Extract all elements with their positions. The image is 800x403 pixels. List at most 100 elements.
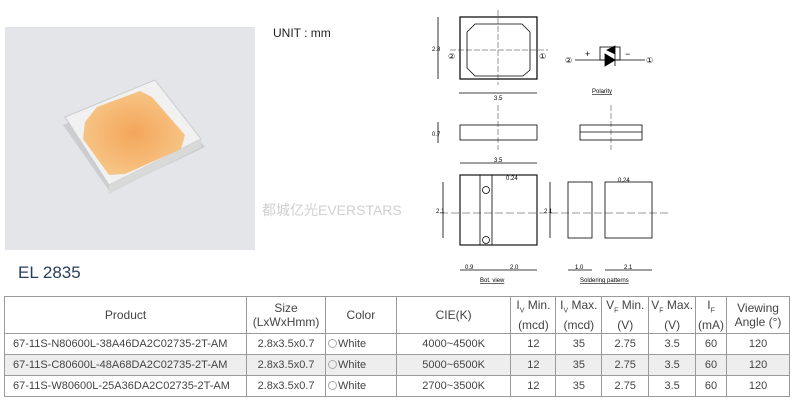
dim-height: 2.8 (432, 47, 441, 53)
header-vf-max: VF Max. (V) (648, 296, 697, 334)
cell-product: 67-11S-C80600L-48A68DA2C02735-2T-AM (3, 354, 248, 376)
cell-if: 60 (695, 354, 728, 376)
header-vf-min: VF Min. (V) (601, 296, 650, 334)
t: V (606, 297, 615, 312)
t: I (560, 297, 564, 312)
t: V (651, 297, 660, 312)
size-label: Size (274, 301, 298, 315)
watermark: 都城亿光EVERSTARS (262, 202, 402, 218)
polarity-symbol: ② ① + − Polarity (565, 45, 653, 95)
cell-product: 67-11S-W80600L-25A36DA2C02735-2T-AM (3, 375, 248, 397)
dim-thickness: 0.7 (432, 132, 441, 138)
cell-size: 2.8x3.5x0.7 (246, 375, 327, 397)
cell-size: 2.8x3.5x0.7 (246, 333, 327, 355)
pin2-label: ② (448, 52, 455, 61)
cell-iv-min: 12 (510, 354, 557, 376)
cell-iv-max: 35 (555, 354, 603, 376)
cell-iv-max: 35 (555, 333, 603, 355)
solder-dim-height: 2.1 (544, 209, 553, 215)
cell-iv-min: 12 (510, 333, 557, 355)
dim-d: 2.1 (624, 265, 633, 271)
t: Min. (618, 297, 645, 312)
cell-vf-max: 3.5 (648, 354, 697, 376)
pin1-label: ① (539, 52, 546, 61)
cell-cie: 5000~6500K (395, 354, 512, 376)
cell-vf-min: 2.75 (601, 333, 650, 355)
cell-angle: 120 (726, 375, 790, 397)
polarity-pin2: ② (565, 56, 572, 65)
side-view: 0.7 (432, 105, 643, 150)
cell-cie: 2700~3500K (395, 375, 512, 397)
bottom-view: 3.5 2.1 0.24 0.9 2.0 Bot. view (436, 158, 538, 284)
bottom-view-label: Bot. view (480, 278, 505, 284)
t: (V) (664, 318, 681, 333)
unit-label: UNIT : mm (273, 26, 331, 40)
cell-iv-min: 12 (510, 375, 557, 397)
table-row: 67-11S-N80600L-38A46DA2C02735-2T-AM 2.8x… (3, 333, 790, 355)
led-product-photo (5, 27, 255, 250)
header-product: Product (3, 296, 248, 334)
dimension-drawing: 2.8 3.5 ② ① ② ① + − Polarity 0.7 3.5 2.1… (432, 10, 670, 284)
dim-pad-height: 2.1 (436, 209, 445, 215)
dim-c: 1.0 (575, 265, 584, 271)
t: V (519, 307, 525, 315)
color-text: White (338, 359, 367, 371)
t: Viewing (737, 301, 779, 315)
solder-dim-gap: 0.24 (618, 178, 630, 184)
t: Angle (°) (734, 315, 782, 329)
table-header-row: Product Size(LxWxHmm) Color CIE(K) IV Mi… (3, 296, 790, 334)
product-title: EL 2835 (18, 263, 81, 282)
header-iv-min: IV Min. (mcd) (510, 296, 557, 334)
header-cie: CIE(K) (395, 296, 512, 334)
spec-table: Product Size(LxWxHmm) Color CIE(K) IV Mi… (3, 296, 790, 397)
t: (mcd) (518, 318, 549, 333)
color-swatch-icon (328, 381, 338, 390)
header-if: IF(mA) (695, 296, 728, 334)
size-unit: (LxWxHmm) (252, 315, 320, 329)
t: I (516, 297, 520, 312)
bottom-dim-width: 3.5 (494, 158, 503, 164)
cell-iv-max: 35 (555, 375, 603, 397)
t: I (707, 297, 711, 312)
color-swatch-icon (328, 360, 338, 369)
cell-vf-max: 3.5 (648, 333, 697, 355)
soldering-patterns: 2.1 0.24 1.0 2.1 Soldering patterns (440, 178, 670, 284)
t: (V) (617, 318, 634, 333)
cell-size: 2.8x3.5x0.7 (246, 354, 327, 376)
t: V (563, 307, 569, 315)
t: (mA) (698, 318, 725, 333)
t: F (659, 307, 664, 315)
header-iv-max: IV Max. (mcd) (555, 296, 603, 334)
cell-cie: 4000~4500K (395, 333, 512, 355)
cell-angle: 120 (726, 333, 790, 355)
t: (mcd) (563, 318, 595, 333)
cell-color: White (325, 375, 397, 397)
header-size: Size(LxWxHmm) (246, 296, 327, 334)
table-row: 67-11S-W80600L-25A36DA2C02735-2T-AM 2.8x… (3, 375, 790, 397)
cell-color: White (325, 354, 397, 376)
polarity-pin1: ① (646, 56, 653, 65)
t: Min. (524, 297, 551, 312)
dim-pad-gap: 0.24 (506, 176, 518, 182)
t: Max. (568, 297, 598, 312)
color-swatch-icon (328, 339, 338, 348)
color-text: White (338, 380, 367, 392)
cell-if: 60 (695, 375, 728, 397)
polarity-label: Polarity (592, 89, 612, 95)
t: Max. (663, 297, 693, 312)
minus-sign: − (625, 49, 630, 59)
led-image (63, 79, 205, 194)
cell-if: 60 (695, 333, 728, 355)
dim-a: 0.9 (465, 265, 474, 271)
cell-vf-max: 3.5 (648, 375, 697, 397)
table-row: 67-11S-C80600L-48A68DA2C02735-2T-AM 2.8x… (3, 354, 790, 376)
plus-sign: + (585, 49, 590, 59)
cell-angle: 120 (726, 354, 790, 376)
cell-vf-min: 2.75 (601, 375, 650, 397)
soldering-label: Soldering patterns (580, 278, 629, 284)
cell-product: 67-11S-N80600L-38A46DA2C02735-2T-AM (3, 333, 248, 355)
dim-b: 2.0 (510, 265, 519, 271)
t: F (614, 307, 619, 315)
top-view: 2.8 3.5 ② ① (432, 10, 548, 102)
